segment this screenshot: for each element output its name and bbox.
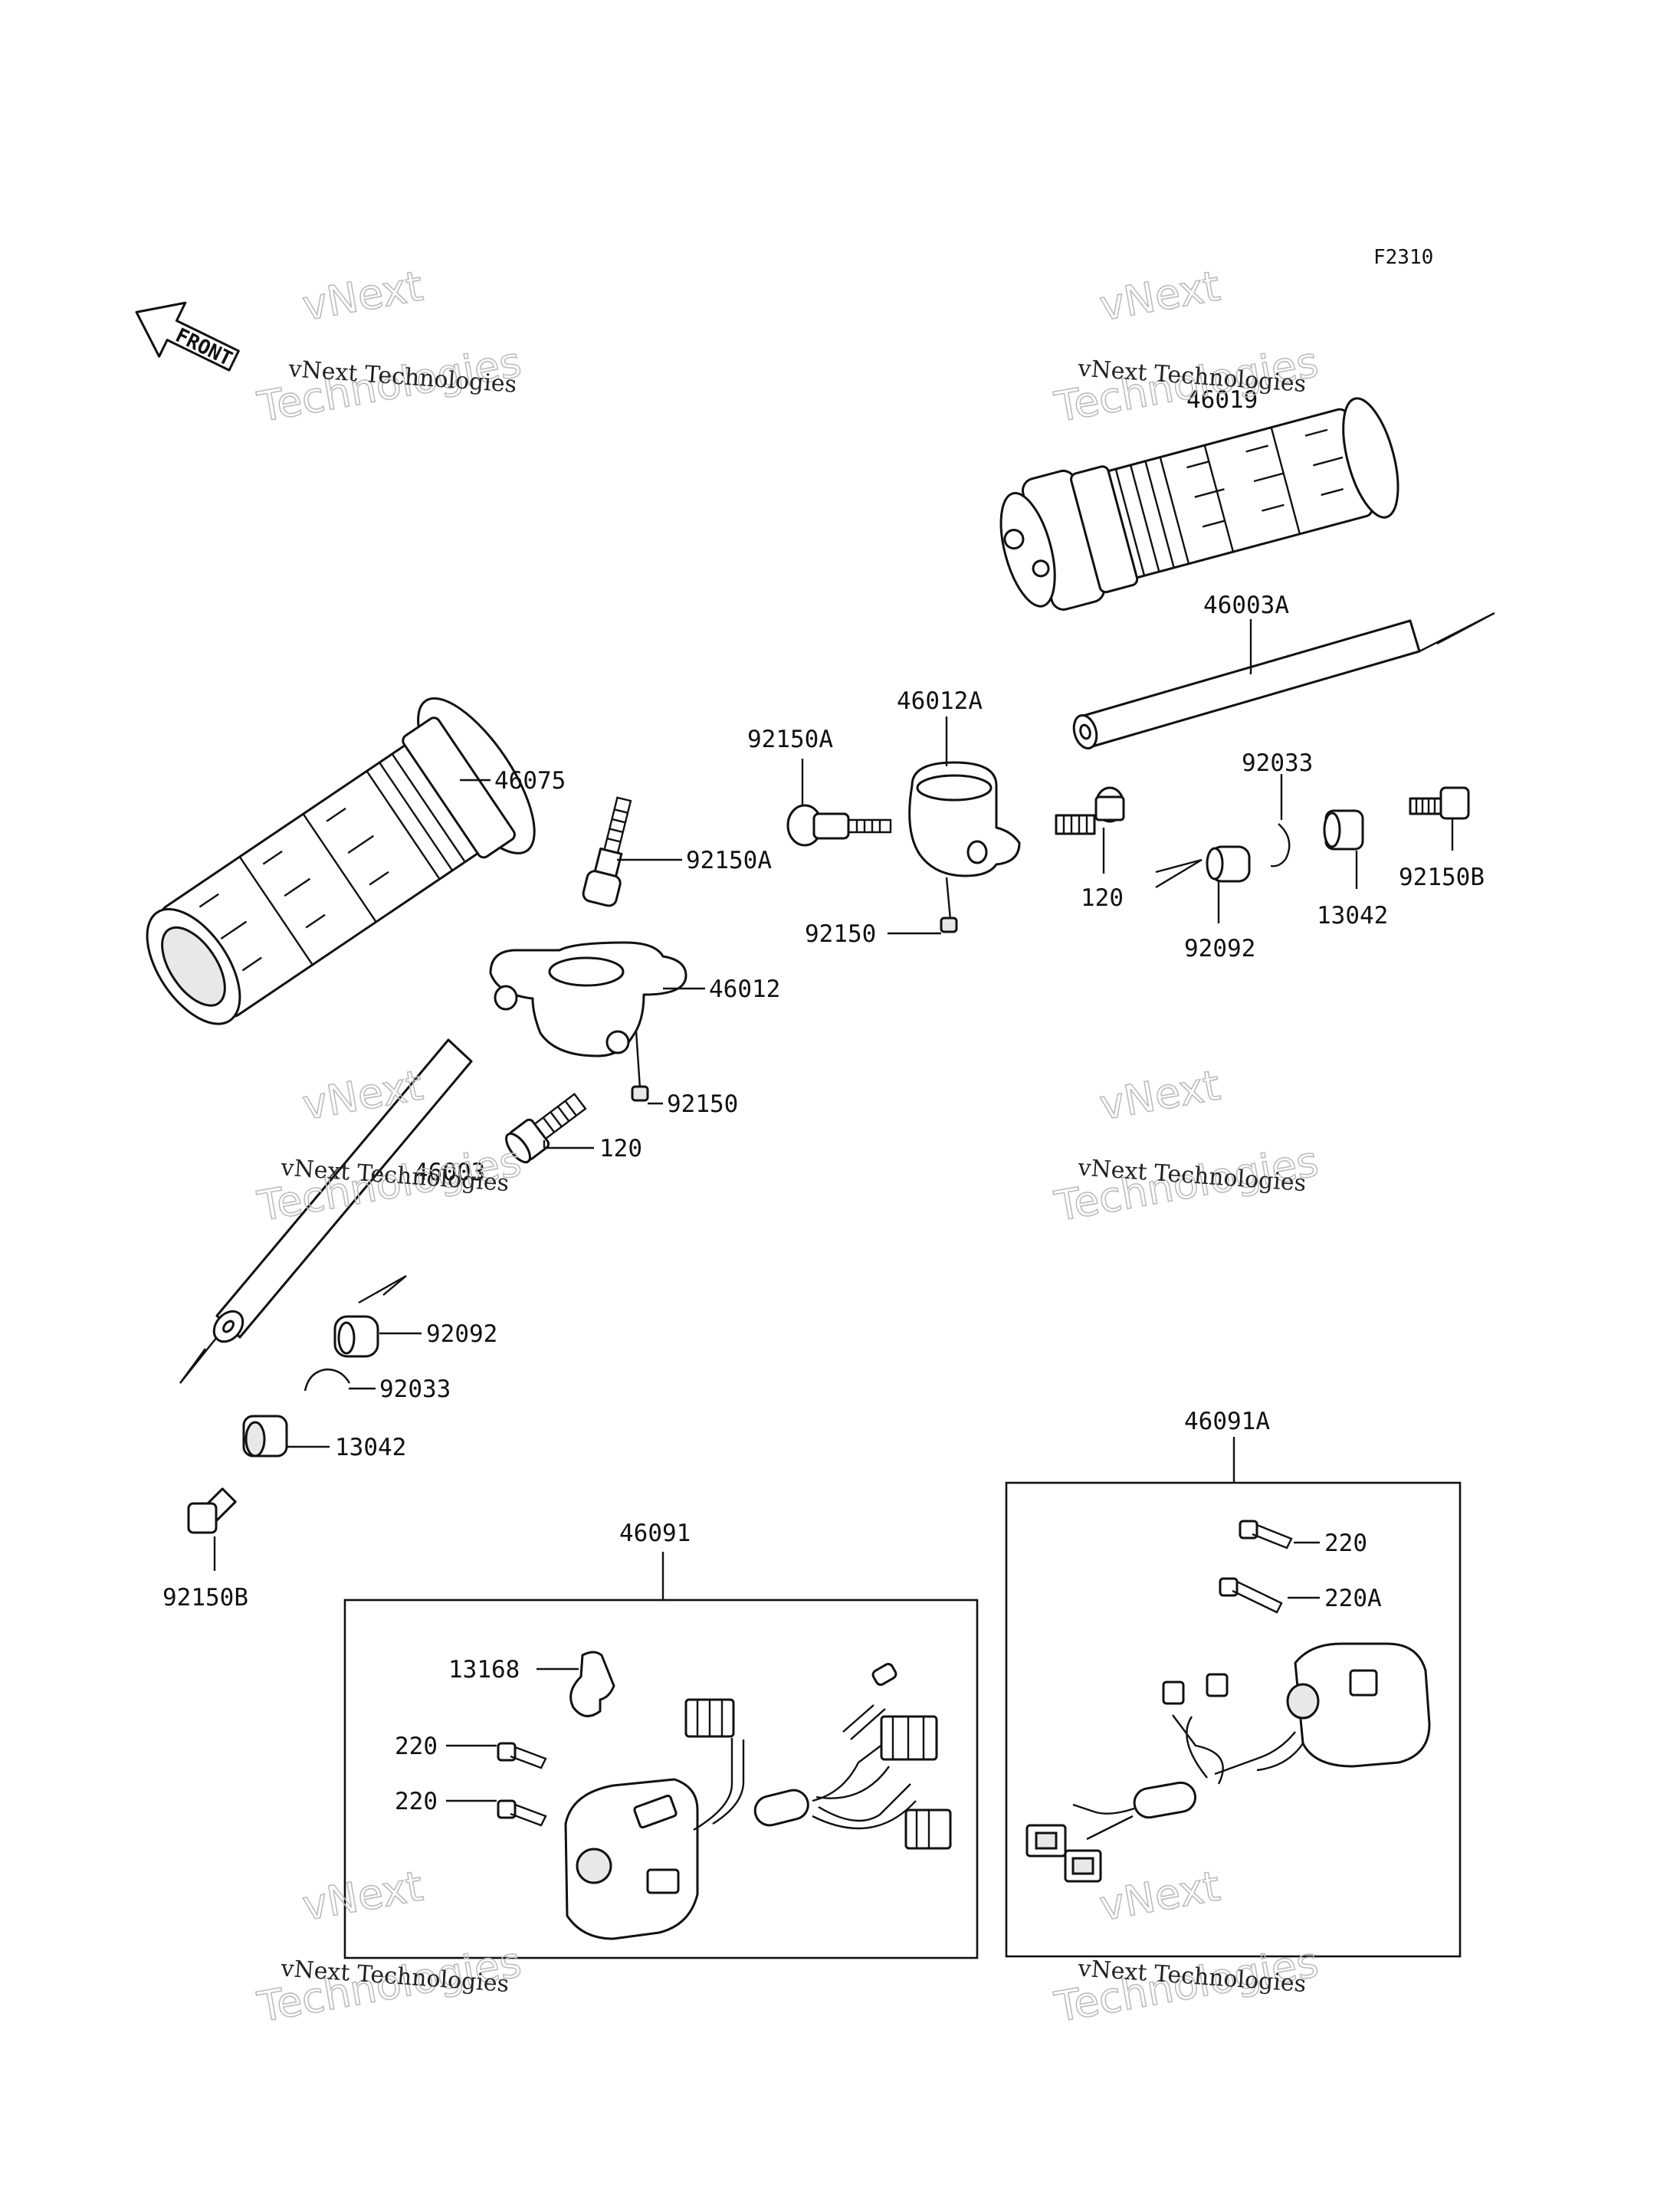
callout-13168: 13168 xyxy=(448,1656,520,1684)
callout-220-right: 220 xyxy=(1324,1530,1367,1557)
callout-46003A: 46003A xyxy=(1203,592,1289,619)
switch-left-screw-b xyxy=(497,1799,547,1827)
callout-13042-left: 13042 xyxy=(335,1434,406,1461)
callout-92150B-left: 92150B xyxy=(162,1584,248,1612)
callout-220-left-a: 220 xyxy=(395,1733,438,1760)
callout-120-left: 120 xyxy=(599,1135,642,1162)
left-weight-13042 xyxy=(242,1415,288,1458)
right-weight-92092 xyxy=(1155,845,1251,889)
left-handlebar xyxy=(179,1038,473,1384)
right-bolt-120 xyxy=(1055,786,1125,835)
callout-46019: 46019 xyxy=(1186,386,1258,414)
watermark: vNext Technologies vNext Technologies xyxy=(1050,1861,1322,2032)
watermark: vNext Technologies vNext Technologies xyxy=(253,261,525,432)
switch-left-box xyxy=(343,1599,979,1959)
switch-left-assembly xyxy=(564,1651,952,1940)
callout-46012: 46012 xyxy=(709,976,780,1003)
right-handlebar xyxy=(1072,612,1495,749)
watermark-word: vNext xyxy=(1096,261,1223,330)
right-bolt-92150B xyxy=(1409,786,1470,820)
left-weight-92092 xyxy=(333,1274,407,1358)
callout-46091A: 46091A xyxy=(1184,1408,1270,1435)
switch-right-screw-220A xyxy=(1219,1577,1283,1614)
left-grip xyxy=(146,697,536,1025)
left-bolt-92150A xyxy=(582,796,632,907)
switch-right-screw-220 xyxy=(1239,1520,1293,1549)
callout-92092-right: 92092 xyxy=(1184,935,1255,962)
callout-46012A: 46012A xyxy=(897,687,983,715)
watermark-word: vNext xyxy=(1096,1061,1223,1129)
left-holder xyxy=(489,941,687,1102)
right-grip xyxy=(999,397,1399,611)
watermark: vNext Technologies vNext Technologies xyxy=(1050,261,1322,432)
watermark: vNext Technologies vNext Technologies xyxy=(253,1861,525,2032)
callout-220-left-b: 220 xyxy=(395,1788,438,1815)
callout-92150B-right: 92150B xyxy=(1399,864,1485,891)
callout-92150-right: 92150 xyxy=(805,920,876,948)
diagram-code: F2310 xyxy=(1373,246,1433,269)
callout-92033-right: 92033 xyxy=(1242,749,1313,777)
watermark-word: vNext xyxy=(299,261,426,330)
callout-92033-left: 92033 xyxy=(379,1376,451,1403)
switch-right-assembly xyxy=(1025,1642,1431,1883)
front-arrow-icon: FRONT xyxy=(135,301,240,372)
callout-92092-left: 92092 xyxy=(426,1320,497,1348)
left-clip-92033 xyxy=(304,1368,351,1392)
front-label: FRONT xyxy=(172,324,236,371)
right-weight-13042 xyxy=(1323,809,1364,851)
right-holder xyxy=(908,761,1021,933)
right-clip-92033 xyxy=(1270,823,1291,867)
left-bolt-120 xyxy=(505,1093,587,1164)
callout-46003: 46003 xyxy=(414,1159,485,1186)
callout-220A: 220A xyxy=(1324,1585,1382,1612)
callout-92150A-right: 92150A xyxy=(747,726,833,753)
watermark-word: vNext xyxy=(299,1861,426,1930)
callout-120-right: 120 xyxy=(1081,884,1124,912)
callout-46075: 46075 xyxy=(494,767,566,795)
watermark: vNext Technologies vNext Technologies xyxy=(1050,1061,1322,1231)
right-bolt-92150A xyxy=(786,804,892,847)
left-bolt-92150B xyxy=(187,1487,237,1534)
callout-13042-right: 13042 xyxy=(1317,902,1388,930)
callout-92150-left: 92150 xyxy=(667,1090,738,1118)
switch-left-screw-a xyxy=(497,1742,547,1769)
watermark-word: vNext xyxy=(1096,1861,1223,1930)
callout-46091: 46091 xyxy=(619,1520,691,1547)
callout-92150A-left: 92150A xyxy=(686,847,772,874)
